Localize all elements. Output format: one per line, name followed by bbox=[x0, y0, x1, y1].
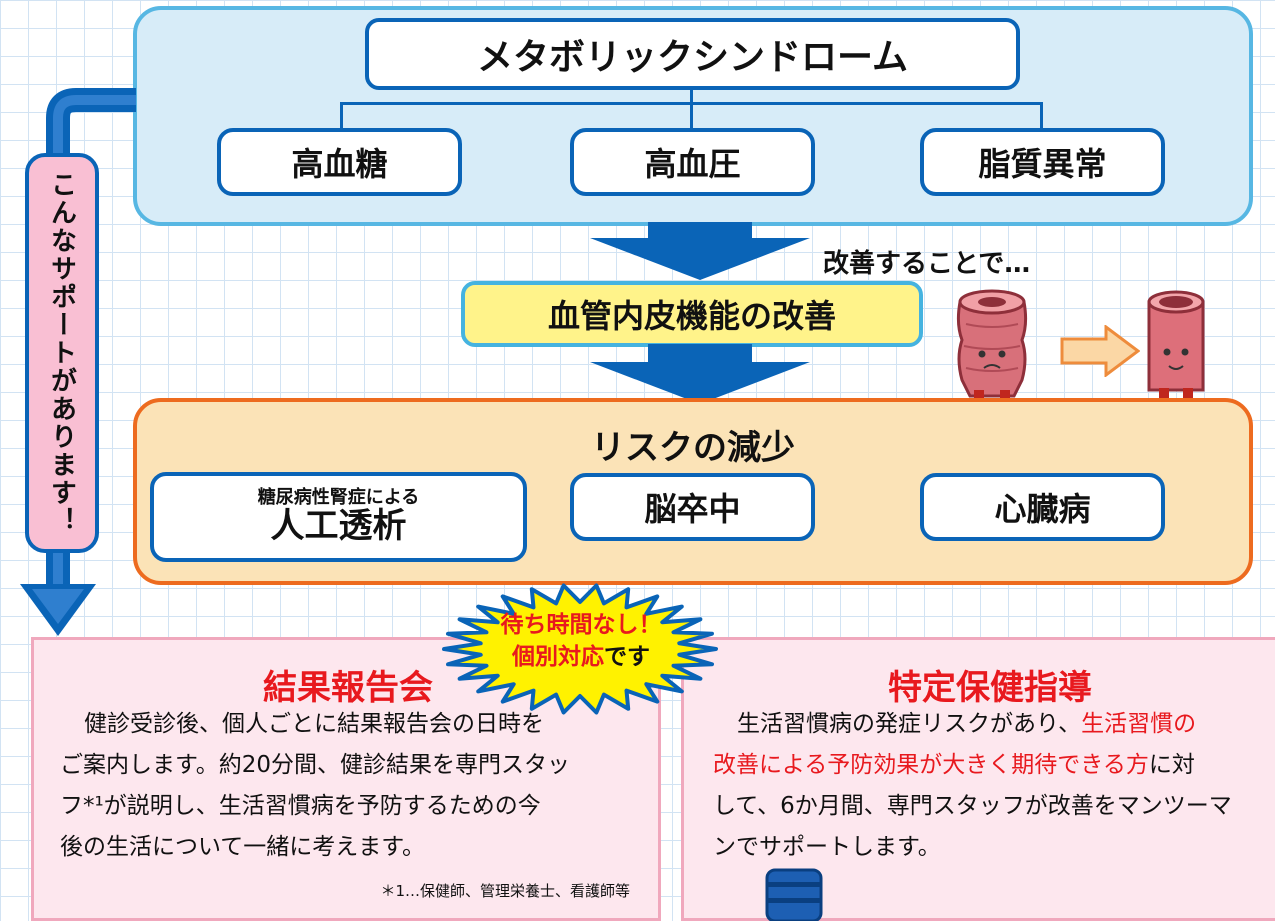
dyslipidemia-box: 脂質異常 bbox=[920, 128, 1165, 196]
dialysis-box: 糖尿病性腎症による 人工透析 bbox=[150, 472, 527, 562]
guidance-line-1a: 生活習慣病の発症リスクがあり、 bbox=[737, 711, 1082, 737]
guidance-line-2a: 改善による予防効果が大きく期待できる方 bbox=[713, 752, 1149, 778]
connector-vertical bbox=[690, 90, 693, 103]
guidance-line-4: ンでサポートします。 bbox=[713, 834, 941, 860]
starburst-line-2-black: です bbox=[604, 644, 650, 670]
unhealthy-vessel-illustration bbox=[956, 289, 1028, 400]
partial-illustration bbox=[765, 868, 823, 921]
guidance-line-1: 生活習慣病の発症リスクがあり、生活習慣の bbox=[713, 704, 1273, 745]
heart-disease-label: 心臓病 bbox=[994, 490, 1091, 528]
improvement-arrow-icon bbox=[1060, 325, 1140, 377]
results-report-title: 結果報告会 bbox=[263, 668, 433, 708]
down-arrow-1 bbox=[590, 222, 810, 280]
high-blood-pressure-box: 高血圧 bbox=[570, 128, 815, 196]
specific-guidance-text: 生活習慣病の発症リスクがあり、生活習慣の 改善による予防効果が大きく期待できる方… bbox=[713, 704, 1273, 868]
healthy-vessel-illustration bbox=[1147, 290, 1205, 400]
starburst-text: 待ち時間なし！ 個別対応です bbox=[470, 609, 692, 673]
results-report-text: 健診受診後、個人ごとに結果報告会の日時を ご案内します。約20分間、健診結果を専… bbox=[60, 704, 660, 868]
dialysis-label: 人工透析 bbox=[270, 506, 407, 547]
side-flow-arrow bbox=[20, 88, 136, 636]
starburst-line-1: 待ち時間なし！ bbox=[500, 612, 662, 638]
side-label: こんなサポートがあります！ bbox=[46, 171, 77, 535]
risk-title: リスクの減少 bbox=[591, 428, 795, 468]
high-blood-sugar-label: 高血糖 bbox=[291, 145, 388, 183]
guidance-line-1b: 生活習慣の bbox=[1081, 711, 1197, 737]
heart-disease-box: 心臓病 bbox=[920, 473, 1165, 541]
stroke-label: 脳卒中 bbox=[644, 490, 741, 528]
side-label-box: こんなサポートがあります！ bbox=[25, 153, 99, 553]
metabolic-syndrome-box: メタボリックシンドローム bbox=[365, 18, 1020, 90]
down-arrow-2 bbox=[590, 344, 810, 404]
improve-note: 改善することで… bbox=[823, 249, 1031, 279]
high-blood-pressure-label: 高血圧 bbox=[644, 145, 741, 183]
dyslipidemia-label: 脂質異常 bbox=[978, 145, 1107, 183]
dialysis-caption: 糖尿病性腎症による bbox=[257, 487, 420, 509]
endothelial-improvement-box: 血管内皮機能の改善 bbox=[461, 281, 923, 347]
results-line-2: ご案内します。約20分間、健診結果を専門スタッ bbox=[60, 752, 570, 778]
connector-center bbox=[690, 102, 693, 130]
results-line-4: 後の生活について一緒に考えます。 bbox=[60, 834, 426, 860]
guidance-line-2b: に対 bbox=[1148, 752, 1195, 778]
results-line-1: 健診受診後、個人ごとに結果報告会の日時を bbox=[84, 711, 544, 737]
endothelial-title: 血管内皮機能の改善 bbox=[547, 297, 836, 335]
no-wait-starburst bbox=[442, 583, 718, 715]
results-line-3: フ*¹が説明し、生活習慣病を予防するための今 bbox=[60, 793, 541, 819]
connector-right bbox=[1040, 102, 1043, 130]
metabolic-title: メタボリックシンドローム bbox=[477, 37, 908, 78]
high-blood-sugar-box: 高血糖 bbox=[217, 128, 462, 196]
guidance-line-3: して、6か月間、専門スタッフが改善をマンツーマ bbox=[713, 793, 1232, 819]
guidance-line-2: 改善による予防効果が大きく期待できる方に対 bbox=[713, 745, 1273, 786]
results-footnote: ＊1…保健師、管理栄養士、看護師等 bbox=[380, 882, 630, 900]
starburst-line-2-red: 個別対応 bbox=[512, 644, 604, 670]
specific-guidance-title: 特定保健指導 bbox=[888, 668, 1092, 708]
starburst-line-2: 個別対応です bbox=[470, 641, 692, 673]
stroke-box: 脳卒中 bbox=[570, 473, 815, 541]
connector-left bbox=[340, 102, 343, 130]
